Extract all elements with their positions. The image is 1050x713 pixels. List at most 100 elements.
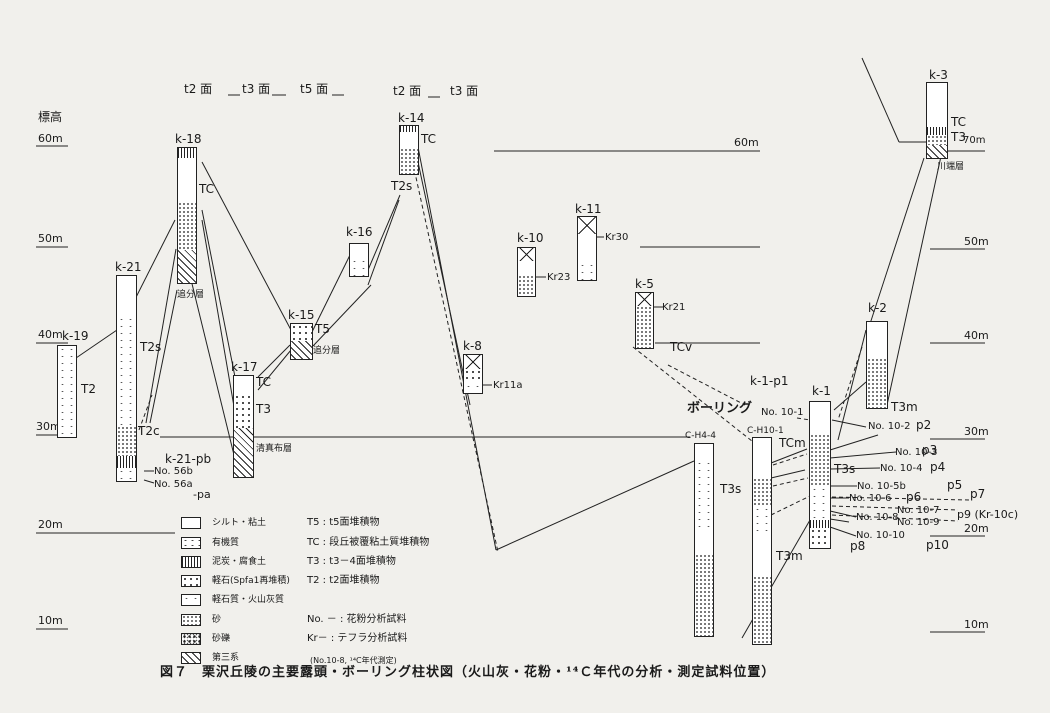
legend-sample-pollen: No. － : 花粉分析試料 [307,614,407,625]
column-label-k5: k-5 [635,277,654,291]
sample-no10-5b: No. 10-5b [857,481,906,492]
legend-label-sand: 砂 [212,615,222,625]
legend-swatch-ash [181,594,201,606]
figure-caption: 図７ 栗沢丘陵の主要露頭・ボーリング柱状図（火山灰・花粉・¹⁴Ｃ年代の分析・測定… [160,665,776,680]
axis-left-20: 20m [38,518,63,531]
sample-no10-9: No. 10-9 [897,517,940,528]
column-k1 [809,401,831,549]
unit-t2s-k14: T2s [391,179,413,193]
surface-t2-a: t2 面 [184,82,213,96]
column-label-k21: k-21 [115,260,142,274]
column-label-ch4-4: C-H4-4 [685,431,716,441]
unit-t3-k3: T3 [951,130,966,144]
unit-tcm-k1: TCm [779,436,806,450]
column-k15 [290,323,313,360]
note-kawabata: 川端層 [937,162,965,172]
ash-kr30: Kr30 [605,232,629,243]
axis-right-40: 40m [964,329,989,342]
legend-label-tertiary: 第三系 [212,653,240,663]
axis-right-20: 20m [964,522,989,535]
surface-t3-b: t3 面 [450,84,479,98]
legend-label-ash: 軽石質・火山灰質 [212,595,285,605]
axis-k3-70: 70m [963,135,986,146]
legend-sample-c14: (No.10-8, ¹⁴C年代測定) [310,656,397,665]
unit-t2c-k21: T2c [138,424,160,438]
sample-no10-2: No. 10-2 [868,421,911,432]
sample-no56b: No. 56b [154,466,193,477]
sample-p8: p8 [850,539,866,553]
legend-sample-tephra: Kr－ : テフラ分析試料 [307,633,408,644]
legend-unit-t3: T3 : t3－4面堆積物 [307,556,396,567]
legend-unit-t5: T5 : t5面堆積物 [307,517,380,528]
column-label-k1: k-1 [812,384,831,398]
legend-swatch-sand [181,614,201,626]
sample-p3: p3 [922,443,938,457]
sample-p6: p6 [906,490,922,504]
column-ch4-4 [694,443,714,637]
column-label-k10: k-10 [517,231,544,245]
unit-t5-k15: T5 [315,322,330,336]
column-k10 [517,247,536,297]
axis-left-50: 50m [38,232,63,245]
sample-k1-p1: k-1-p1 [750,374,789,388]
column-label-k19: k-19 [62,329,89,343]
column-label-k17: k-17 [231,360,258,374]
column-k8 [463,354,483,394]
axis-left-60: 60m [38,132,63,145]
column-label-k8: k-8 [463,339,482,353]
column-label-k2: k-2 [868,301,887,315]
legend-swatch-silt [181,517,201,529]
legend-label-peat: 泥炭・腐食土 [212,557,267,567]
sample-p5: p5 [947,478,963,492]
column-label-k15: k-15 [288,308,315,322]
legend-swatch-peat [181,556,201,568]
legend-label-silt: シルト・粘土 [212,518,267,528]
unit-tcv: TCv [670,340,693,354]
ash-kr23: Kr23 [547,272,571,283]
column-k17 [233,375,254,478]
surface-t5: t5 面 [300,82,329,96]
unit-t3s-ch4: T3s [720,482,742,496]
column-ch10-1 [752,437,772,645]
column-k2 [866,321,888,409]
axis-right-50: 50m [964,235,989,248]
sample-no10-8: No. 10-8 [856,512,899,523]
sample-no10-3: No. 10-3 [895,447,938,458]
sample-p4: p4 [930,460,946,474]
unit-tc-k17: TC [256,375,272,389]
axis-right-10: 10m [964,618,989,631]
ash-kr11a: Kr11a [493,380,523,391]
unit-t3s-k1: T3s [834,462,856,476]
column-label-ch10-1: C-H10-1 [747,426,784,436]
legend-label-gravel: 砂礫 [212,634,231,644]
unit-t3m-k2: T3m [891,400,918,414]
ash-kr21: Kr21 [662,302,686,313]
note-oiwake-k15: 追分層 [313,346,341,356]
sample-p2: p2 [916,418,932,432]
axis-mid-60: 60m [734,136,759,149]
legend-swatch-gravel [181,633,201,645]
axis-left-30: 30m [36,420,61,433]
legend-swatch-organic [181,537,201,549]
unit-tc-k14: TC [421,132,437,146]
legend-unit-tc: TC : 段丘被覆粘土質堆積物 [307,537,430,548]
axis-right-30: 30m [964,425,989,438]
column-k5 [635,292,654,349]
column-k11 [577,216,597,281]
legend-label-pumice: 軽石(Spfa1再堆積) [212,576,290,586]
column-k3 [926,82,948,159]
legend-label-organic: 有機質 [212,538,240,548]
legend-swatch-tertiary [181,652,201,664]
unit-t3-k17: T3 [256,402,271,416]
sample-no10-6: No. 10-6 [849,493,892,504]
column-k14 [399,125,419,175]
note-seishinfu: 清真布層 [256,444,293,454]
column-k16 [349,243,369,277]
legend-unit-t2: T2 : t2面堆積物 [307,575,380,586]
column-label-k3: k-3 [929,68,948,82]
unit-t3m-ch10: T3m [776,549,803,563]
surface-t3-a: t3 面 [242,82,271,96]
sample-p7: p7 [970,487,986,501]
legend-swatch-pumice [181,575,201,587]
